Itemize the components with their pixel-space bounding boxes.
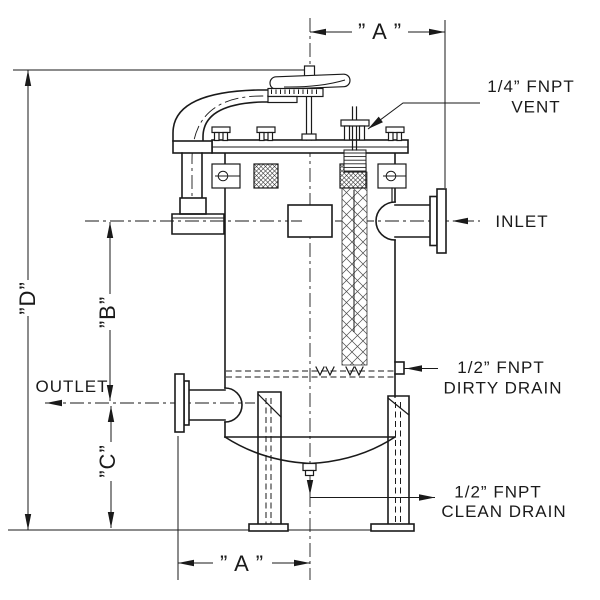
davit-base-bracket <box>171 213 225 235</box>
spring-section <box>253 163 279 189</box>
screw-stem <box>305 95 313 141</box>
arrowhead <box>178 559 194 567</box>
vent-label-line1: 1/4” FNPT <box>487 77 574 96</box>
vent-leader-line <box>367 102 480 130</box>
arrowhead <box>429 28 445 36</box>
clean-drain-nozzle-tip <box>304 469 315 477</box>
stem-foot <box>301 133 317 141</box>
dimension-b-label: ”B” <box>95 296 120 328</box>
clean-drain-label-line2: CLEAN DRAIN <box>441 502 566 521</box>
davit-mast <box>181 152 203 199</box>
hub-knurling <box>271 89 317 94</box>
dimension-a-bottom: ” A ” <box>177 436 310 580</box>
davit-pipe-outer <box>172 89 269 142</box>
dimension-c: ”C” <box>95 406 120 528</box>
davit-arm <box>171 89 272 235</box>
arrowhead <box>106 222 114 238</box>
arrowhead <box>107 406 115 422</box>
swing-bolt-lugs <box>211 163 407 202</box>
leg-foot-plate <box>370 523 415 532</box>
cover-bolts <box>211 126 405 142</box>
davit-pipe-inner <box>202 101 269 142</box>
inlet-label: INLET <box>495 212 548 231</box>
annotations: 1/4” FNPT VENT INLET OUTLET 1/2” FNPT DI… <box>35 77 574 521</box>
vent-spring <box>343 149 367 173</box>
cover-assembly <box>211 106 409 202</box>
clean-drain-nozzle <box>302 462 317 472</box>
dimension-b: ”B” <box>95 222 120 401</box>
outlet-nozzle <box>174 373 243 433</box>
arrowhead <box>46 399 62 407</box>
arrowhead <box>406 365 422 372</box>
dimension-a-top: ” A ” <box>310 19 446 188</box>
vent-cap <box>340 119 370 127</box>
inlet-flange <box>436 188 447 254</box>
inlet-neck <box>375 201 396 241</box>
davit-collar <box>172 140 213 154</box>
dirty-drain-label-line2: DIRTY DRAIN <box>443 379 562 398</box>
support-legs <box>248 391 415 532</box>
vent-stem <box>351 106 358 151</box>
inlet-nozzle <box>375 188 447 254</box>
dimension-a-top-label: ” A ” <box>358 19 402 44</box>
arrowhead <box>107 512 115 528</box>
handwheel-assembly <box>267 65 351 141</box>
inlet-raised-face <box>429 195 438 247</box>
leg-foot-plate <box>248 523 289 532</box>
leg-gusset <box>387 397 410 416</box>
leg-right <box>370 395 415 532</box>
leg-left <box>248 391 289 532</box>
arrowhead <box>419 494 435 501</box>
outlet-neck <box>224 387 243 423</box>
bag-holddown-clips <box>315 366 364 377</box>
vent-label-line2: VENT <box>511 98 560 117</box>
arrowhead <box>310 28 326 36</box>
arrowhead <box>24 70 32 86</box>
arrowhead <box>106 385 114 401</box>
outlet-label: OUTLET <box>35 377 108 396</box>
arm-clamp-plate <box>267 95 298 104</box>
leg-gusset <box>257 393 282 418</box>
dimension-a-bottom-label: ” A ” <box>220 551 264 576</box>
vessel-shell <box>223 152 405 477</box>
dirty-drain-nozzle <box>394 361 405 375</box>
inlet-pipe <box>394 204 431 238</box>
davit-sleeve <box>179 197 207 215</box>
arrowhead <box>294 559 310 567</box>
vent-fitting <box>340 106 370 173</box>
arrowhead <box>306 480 314 495</box>
dimension-d: ”D” <box>13 69 304 530</box>
dimension-d-label: ”D” <box>15 281 40 315</box>
dimension-c-label: ”C” <box>95 444 120 478</box>
davit-centerline <box>191 95 272 214</box>
outlet-flange <box>174 373 185 433</box>
dirty-drain-label-line1: 1/2” FNPT <box>457 358 544 377</box>
arrowhead <box>452 217 468 225</box>
clean-drain-label-line1: 1/2” FNPT <box>454 483 541 502</box>
arrowhead <box>24 514 32 530</box>
outlet-pipe <box>188 389 226 421</box>
arrowhead <box>368 116 383 129</box>
